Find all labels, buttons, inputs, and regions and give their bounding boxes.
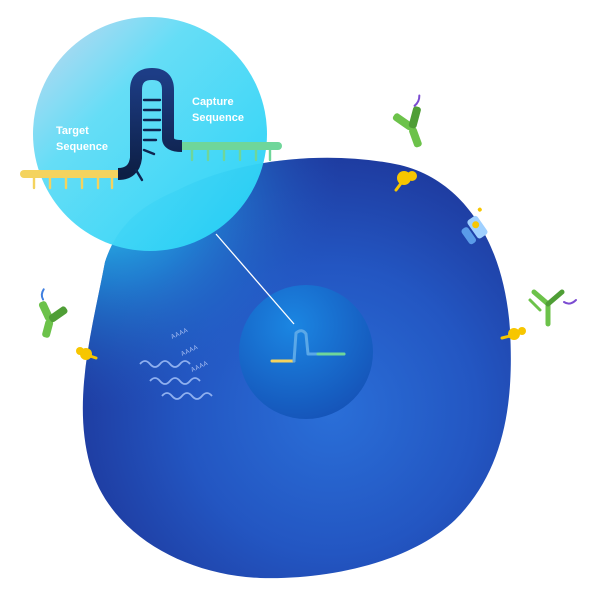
magnifier-circle	[33, 17, 267, 251]
antigen-icon	[394, 171, 417, 192]
mrna-strand	[149, 377, 201, 385]
antibody-icon	[392, 94, 422, 148]
nucleus	[239, 285, 373, 419]
mrna-strand	[161, 392, 213, 400]
antibody-icon	[528, 289, 577, 327]
capture-sequence-label: Sequence	[192, 112, 244, 124]
zoom-pointer-line	[215, 233, 295, 325]
hairpin-probe	[117, 68, 183, 182]
target-sequence-label: Target	[56, 125, 89, 137]
target-sequence-label: Sequence	[56, 141, 108, 153]
capture-strand	[178, 142, 282, 162]
nucleus-probe	[270, 329, 346, 363]
mrna-strand	[139, 360, 191, 368]
receptor-icon	[461, 207, 488, 245]
capture-sequence-label: Capture	[192, 96, 234, 108]
antigen-icon	[500, 327, 526, 340]
antibody-icon	[38, 288, 68, 338]
target-strand	[20, 170, 124, 190]
antigen-icon	[76, 347, 98, 360]
